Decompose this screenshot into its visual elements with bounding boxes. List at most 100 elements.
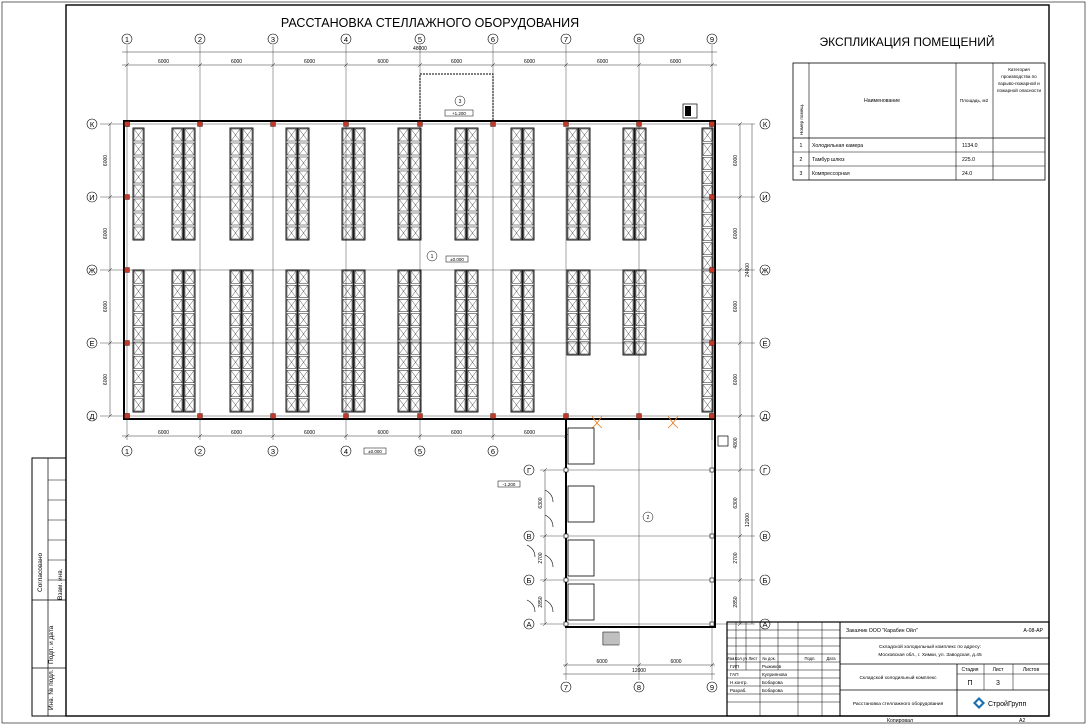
column-mark <box>124 121 130 127</box>
dim-top-value: 6000 <box>377 59 388 65</box>
rack-cell-cross <box>567 299 578 312</box>
rack-cell-cross <box>230 285 241 298</box>
column-mark <box>636 413 642 419</box>
rack-cell-cross <box>242 184 253 198</box>
rack-cell <box>623 170 634 184</box>
rack-cell-cross <box>172 156 183 170</box>
dim-tick <box>124 433 130 439</box>
rack-column <box>353 127 366 241</box>
rack-cell <box>242 299 253 312</box>
rack-cell <box>567 341 578 355</box>
rack-cell-cross <box>455 313 466 326</box>
rack-cell-cross <box>467 142 478 156</box>
rack-column <box>183 269 196 413</box>
dim-tick <box>563 433 569 439</box>
dim-tick <box>737 533 743 539</box>
rack-cell <box>579 226 590 240</box>
rack-cell <box>511 128 522 142</box>
dim-tick <box>343 62 349 68</box>
axis-bottom-3-label: 3 <box>271 447 275 456</box>
rack-cell <box>579 341 590 355</box>
stamp-format: А2 <box>1019 718 1025 724</box>
dim-bottom-value: 6000 <box>377 430 388 436</box>
rack-cell-cross <box>410 285 421 298</box>
rack-cell-cross <box>702 128 713 142</box>
rack-cell <box>286 226 297 240</box>
rack-cell-cross <box>579 270 590 284</box>
annex-door-arc-icon <box>526 544 536 558</box>
column-mark <box>490 413 496 419</box>
column-mark <box>270 121 276 127</box>
rack-cell-cross <box>567 156 578 170</box>
rack-cell <box>172 398 183 412</box>
rack-cell <box>623 327 634 341</box>
rack-column <box>229 269 242 413</box>
rack-cell <box>467 170 478 184</box>
rack-cell-cross <box>523 370 534 383</box>
rack-cell-cross <box>623 128 634 142</box>
rack-cell <box>410 384 421 398</box>
rack-cell <box>579 170 590 184</box>
rack-cell-cross <box>230 299 241 312</box>
rack-cell <box>133 270 144 284</box>
rack-cell <box>286 313 297 327</box>
rack-column <box>171 269 184 413</box>
rack-cell <box>242 370 253 383</box>
rack-cell-cross <box>567 142 578 156</box>
rack-cell-cross <box>242 285 253 298</box>
dim-tick <box>490 433 496 439</box>
rack-cell-cross <box>623 184 634 198</box>
room2-marker <box>642 511 654 523</box>
rack-cell-cross <box>286 270 297 284</box>
rack-cell <box>410 226 421 240</box>
rack-cell <box>242 398 253 412</box>
stamp-role: ГИП <box>730 664 739 669</box>
room3-number: 3 <box>459 99 462 105</box>
axis-annex-right-А-label: А <box>762 620 767 629</box>
rack-cell-cross <box>172 341 183 355</box>
axis-top-3-label: 3 <box>271 35 275 44</box>
rack-cell-cross <box>342 270 353 284</box>
annex-room <box>567 427 595 465</box>
rack-column <box>171 127 184 241</box>
rack-cell-cross <box>342 370 353 383</box>
rack-cell <box>410 212 421 226</box>
rack-cell-cross <box>298 270 309 284</box>
rack-cell <box>398 226 409 240</box>
rack-cell-cross <box>523 299 534 312</box>
rack-cell-cross <box>579 212 590 226</box>
room2-number: 2 <box>647 515 650 521</box>
rack-cell <box>455 226 466 240</box>
rack-cell-cross <box>172 356 183 369</box>
rack-cell <box>230 384 241 398</box>
rack-column <box>297 269 310 413</box>
explication-row-no: 1 <box>800 143 803 149</box>
column-mark <box>709 340 715 346</box>
rack-cell-cross <box>467 384 478 397</box>
side-inv-no: Инв. № подл. <box>48 669 55 710</box>
rack-cell <box>298 226 309 240</box>
rack-cell-cross <box>354 285 365 298</box>
rack-column <box>510 127 523 241</box>
rack-cell-cross <box>354 270 365 284</box>
axis-annex-left-Г <box>523 464 535 476</box>
rack-cell <box>230 398 241 412</box>
rack-cell <box>523 184 534 198</box>
rack-column <box>341 269 354 413</box>
axis-annex-left-Г-label: Г <box>527 466 531 475</box>
rack-cell-cross <box>702 270 713 284</box>
stamp-sheet-value: 3 <box>996 680 1000 687</box>
rack-cell-cross <box>230 128 241 142</box>
rack-cell-cross <box>511 128 522 142</box>
rack-cell <box>398 128 409 142</box>
rack-cell <box>184 212 195 226</box>
dim-top-value: 6000 <box>597 59 608 65</box>
rack-cell-cross <box>242 226 253 240</box>
axis-annex-bottom-7-label: 7 <box>564 683 568 692</box>
rack-cell <box>635 299 646 312</box>
rack-cell-cross <box>172 212 183 226</box>
rack-cell <box>172 384 183 398</box>
dim-left-value: 6000 <box>103 301 109 312</box>
room1-elev-box <box>445 255 469 263</box>
rack-cell-cross <box>567 327 578 340</box>
